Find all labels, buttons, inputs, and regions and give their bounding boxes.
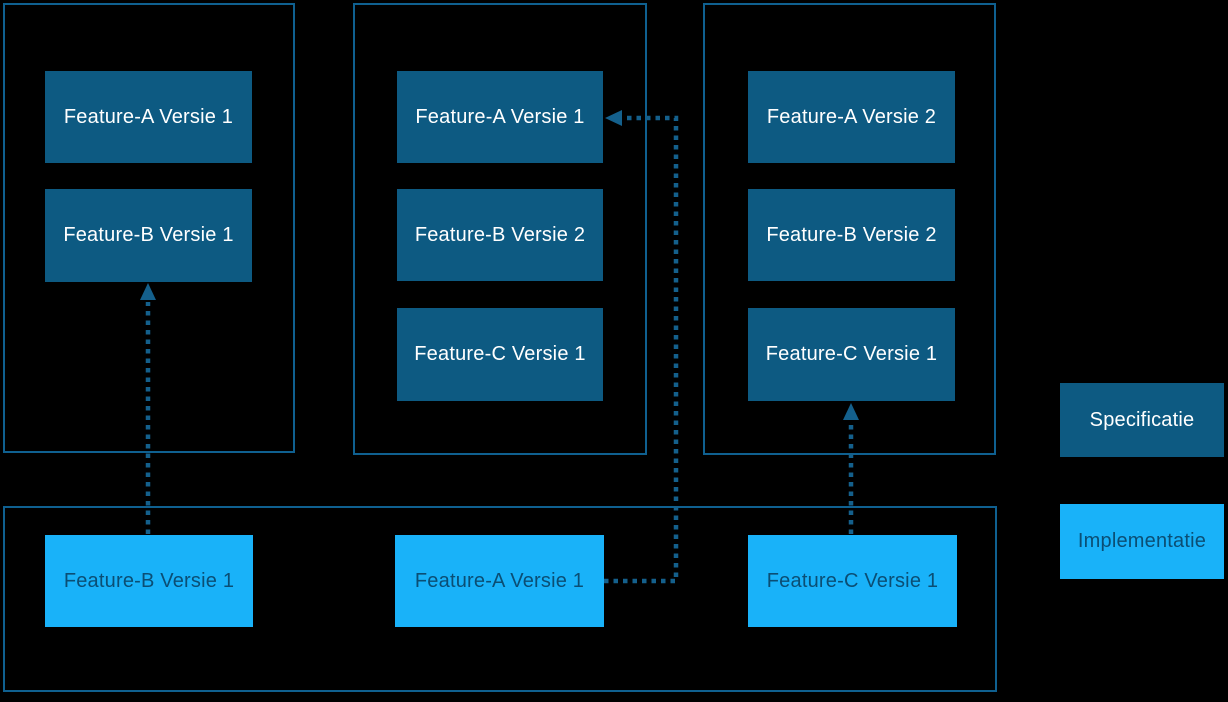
spec-node-feature-a-v2-set3: Feature-A Versie 2	[748, 71, 955, 163]
spec-node-feature-c-v1-set2: Feature-C Versie 1	[397, 308, 603, 401]
impl-node-feature-a-v1: Feature-A Versie 1	[395, 535, 604, 627]
legend-implementation: Implementatie	[1060, 504, 1224, 579]
impl-node-feature-b-v1: Feature-B Versie 1	[45, 535, 253, 627]
impl-node-feature-c-v1: Feature-C Versie 1	[748, 535, 957, 627]
spec-node-feature-a-v1-set2: Feature-A Versie 1	[397, 71, 603, 163]
spec-node-feature-b-v1-set1: Feature-B Versie 1	[45, 189, 252, 282]
legend-specification: Specificatie	[1060, 383, 1224, 457]
spec-node-feature-b-v2-set3: Feature-B Versie 2	[748, 189, 955, 281]
spec-node-feature-b-v2-set2: Feature-B Versie 2	[397, 189, 603, 281]
spec-node-feature-a-v1-set1: Feature-A Versie 1	[45, 71, 252, 163]
implementation-frame	[3, 506, 997, 692]
spec-node-feature-c-v1-set3: Feature-C Versie 1	[748, 308, 955, 401]
